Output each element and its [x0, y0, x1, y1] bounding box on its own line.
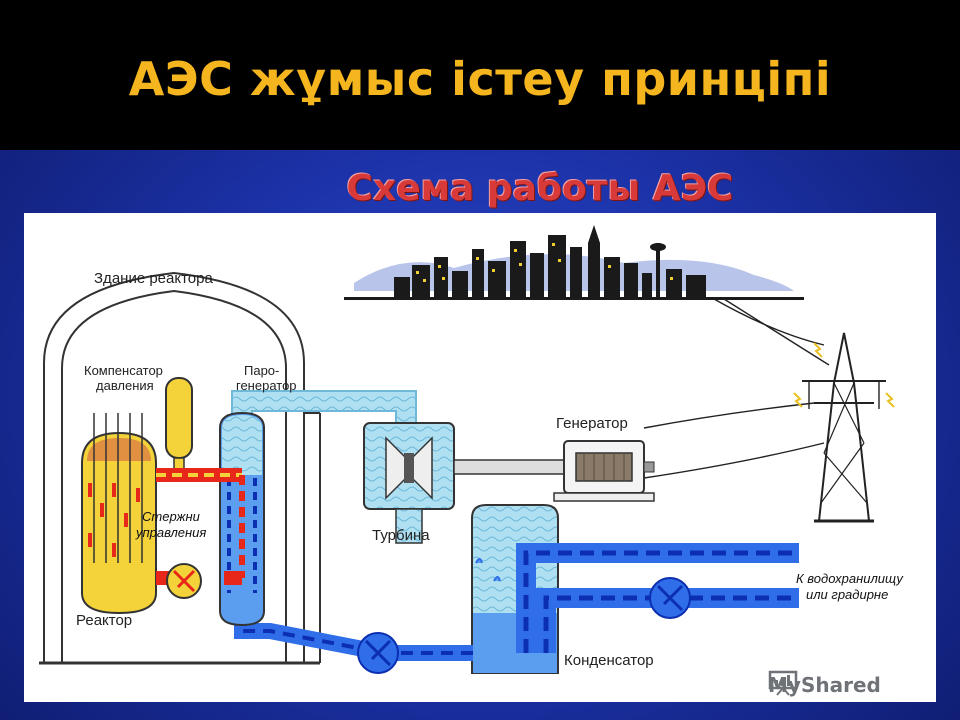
slide-title: АЭС жұмыс істеу принціпі [128, 52, 832, 106]
steam-generator [219, 411, 265, 627]
label-reactor-building: Здание реактора [94, 270, 213, 287]
label-reactor: Реактор [76, 612, 132, 629]
label-steam-gen-1: Паро- [244, 363, 279, 378]
npp-diagram: Здание реактора Компенсатор давления Пар… [39, 225, 904, 674]
label-turbine: Турбина [372, 527, 430, 544]
label-generator: Генератор [556, 415, 628, 432]
label-condenser: Конденсатор [564, 652, 654, 669]
label-control-rods-1: Стержни [142, 509, 200, 524]
label-reservoir-1: К водохранилищу [796, 571, 904, 586]
power-pylon-icon [643, 298, 895, 523]
diagram-panel: Здание реактора Компенсатор давления Пар… [24, 213, 936, 702]
watermark: MyShared [768, 670, 881, 700]
pressure-compensator [165, 377, 193, 471]
generator [453, 440, 655, 502]
scheme-title: Схема работы АЭС [346, 168, 734, 209]
turbine [363, 422, 455, 510]
label-control-rods-2: управления [135, 525, 206, 540]
title-bar [0, 0, 960, 150]
label-pressure-comp-2: давления [96, 378, 154, 393]
label-reservoir-2: или градирне [806, 587, 888, 602]
cooling-water-loop [516, 543, 799, 653]
reactor-building [39, 271, 321, 665]
presentation-board-icon [768, 670, 798, 696]
city-skyline-icon [344, 225, 804, 300]
label-pressure-comp-1: Компенсатор [84, 363, 163, 378]
primary-loop [156, 468, 245, 599]
reactor [81, 413, 157, 615]
exhaust-pipe [395, 508, 423, 544]
label-steam-gen-2: генератор [236, 378, 297, 393]
